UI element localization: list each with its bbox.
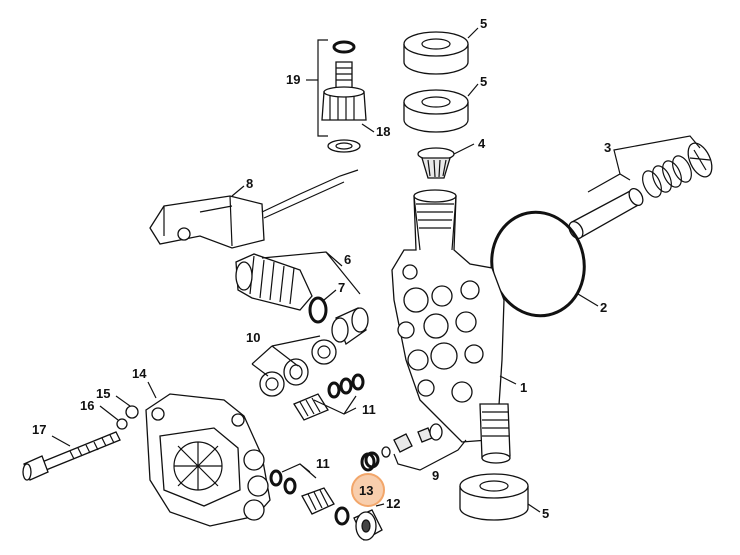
bracket-3 <box>587 135 701 193</box>
leader-12 <box>375 503 385 507</box>
part-13-o-ring <box>360 452 376 472</box>
part-6-valve <box>235 253 313 311</box>
part-3-spring <box>642 142 713 198</box>
leader-18 <box>361 123 375 133</box>
leader-15 <box>115 395 131 407</box>
leader-2 <box>577 293 599 307</box>
label-11b: 11 <box>316 456 330 471</box>
bracket-11b <box>281 463 317 479</box>
part-19-fitting <box>321 40 367 153</box>
leader-14 <box>147 381 157 399</box>
part-7-o-ring <box>308 296 328 324</box>
part-6-cup <box>331 307 369 346</box>
label-19: 19 <box>286 72 300 87</box>
label-11a: 11 <box>362 402 376 417</box>
label-16: 16 <box>80 398 94 413</box>
leader-8 <box>231 185 245 197</box>
part-9-valves <box>364 423 443 469</box>
label-3: 3 <box>604 140 611 155</box>
part-3-piston <box>568 187 644 240</box>
part-15-washer <box>125 405 139 419</box>
leader-1 <box>499 375 517 385</box>
bracket-10 <box>251 335 321 377</box>
part-8-pressure-switch <box>149 169 359 249</box>
label-17: 17 <box>32 422 46 437</box>
label-8: 8 <box>246 176 253 191</box>
label-5b: 5 <box>480 74 487 89</box>
label-10: 10 <box>246 330 260 345</box>
bracket-19 <box>317 39 328 137</box>
part-11-valve-upper <box>293 373 365 421</box>
label-15: 15 <box>96 386 110 401</box>
bracket-6 <box>261 251 361 295</box>
bracket-9 <box>393 439 467 471</box>
leader-4 <box>453 143 475 155</box>
label-12: 12 <box>386 496 400 511</box>
part-16-ring <box>116 418 128 430</box>
part-10-seals <box>259 339 337 397</box>
label-1: 1 <box>520 380 527 395</box>
label-6: 6 <box>344 252 351 267</box>
leader-17 <box>51 435 71 447</box>
label-18: 18 <box>376 124 390 139</box>
label-4: 4 <box>478 136 486 151</box>
label-5a: 5 <box>480 16 487 31</box>
label-13: 13 <box>359 483 373 498</box>
label-5c: 5 <box>542 506 549 521</box>
highlight-marker-13 <box>351 473 385 507</box>
leader-5c <box>527 503 541 513</box>
part-5-disc-upper <box>403 31 469 75</box>
leader-5b <box>467 83 479 97</box>
label-2: 2 <box>600 300 607 315</box>
part-5-disc-lower <box>459 473 529 521</box>
label-14: 14 <box>132 366 147 381</box>
part-5-disc-middle <box>403 89 469 133</box>
label-7: 7 <box>338 280 345 295</box>
leader-7 <box>323 289 337 301</box>
leader-5a <box>467 27 479 39</box>
part-4-filter <box>417 147 455 179</box>
part-17-bolt <box>22 431 121 481</box>
part-14-manifold <box>145 393 271 527</box>
leader-16 <box>99 405 119 421</box>
label-9: 9 <box>432 468 439 483</box>
part-11-valve-lower <box>269 469 335 515</box>
part-1-pump-head <box>391 189 511 464</box>
bracket-11a <box>313 395 357 415</box>
part-12-plug <box>334 506 383 541</box>
